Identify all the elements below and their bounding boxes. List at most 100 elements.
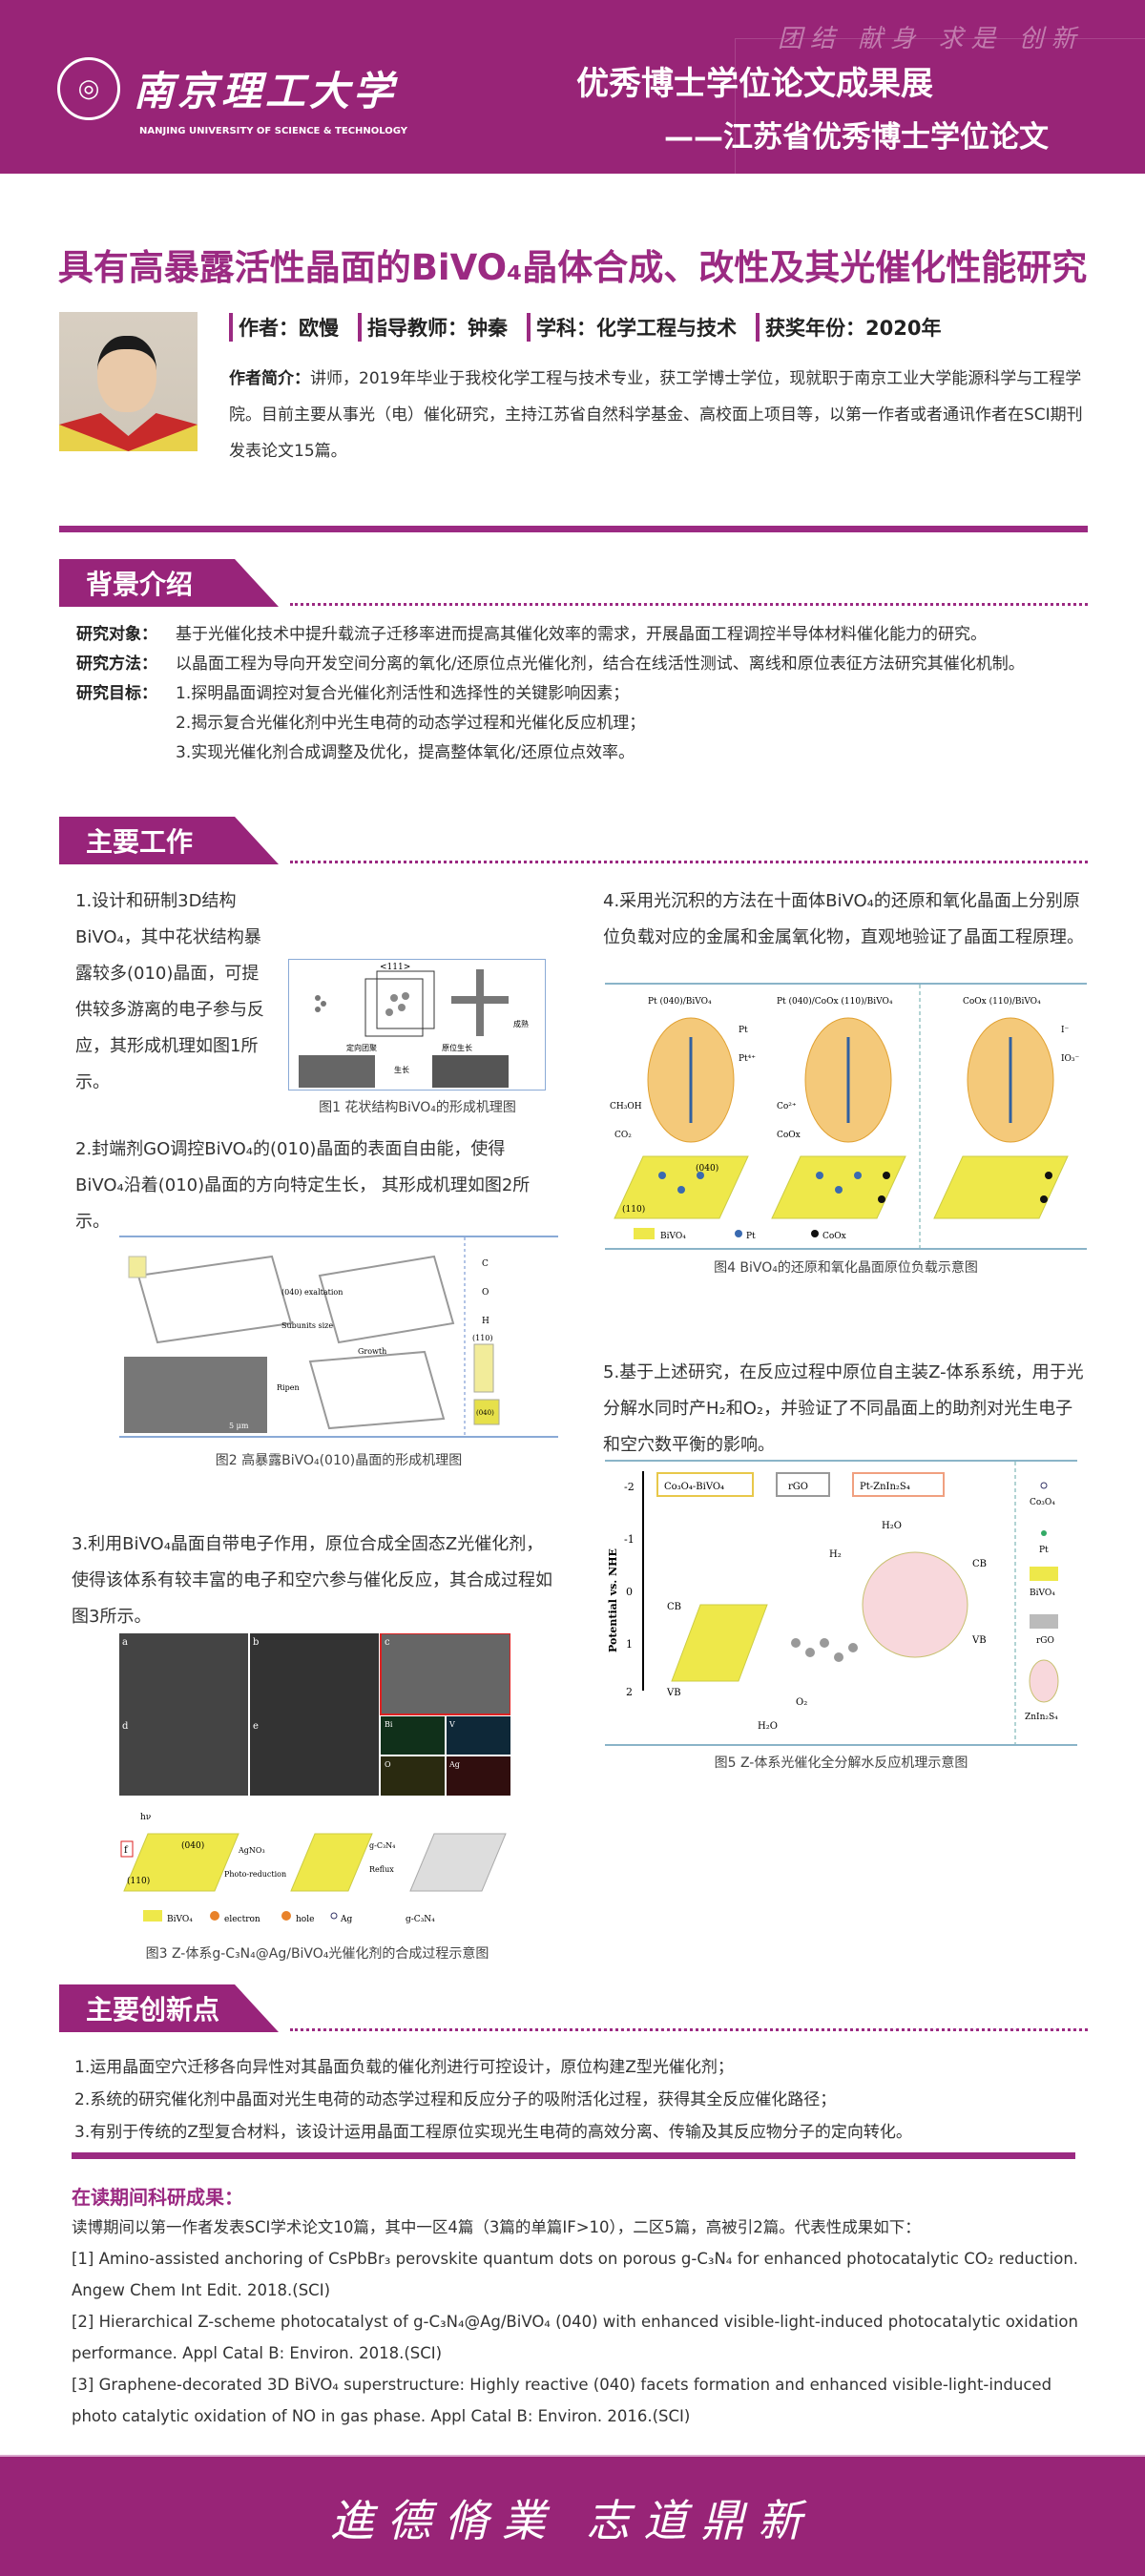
bio-label: 作者简介： xyxy=(229,369,310,388)
innovation-body: 1.运用晶面空穴迁移各向异性对其晶面负载的催化剂进行可控设计，原位构建Z型光催化… xyxy=(74,2051,1086,2149)
fig3-label: hν xyxy=(140,1813,151,1822)
work-item-5: 5.基于上述研究，在反应过程中原位自主装Z-体系系统，用于光分解水同时产H₂和O… xyxy=(603,1362,1084,1455)
fig4-label: IO₃⁻ xyxy=(1061,1054,1080,1064)
fig3-label: (110) xyxy=(127,1876,150,1886)
bio-text: 讲师，2019年毕业于我校化学工程与技术专业，获工学博士学位，现就职于南京工业大… xyxy=(229,369,1083,461)
figure-4-caption: 图4 BiVO₄的还原和氧化晶面原位负载示意图 xyxy=(714,1260,978,1276)
fig3-label: (040) xyxy=(181,1840,204,1851)
background-body: 研究对象：基于光催化技术中提升载流子迁移率进而提高其催化效率的需求，开展晶面工程… xyxy=(76,620,1088,768)
fig3-label: O xyxy=(385,1760,391,1769)
fig5-legend: rGO xyxy=(1036,1636,1054,1646)
section-title: 背景介绍 xyxy=(59,559,279,607)
fig1-label: 成熟 xyxy=(513,1019,529,1028)
fig3-label: V xyxy=(448,1720,455,1729)
fig1-label: <111> xyxy=(380,963,410,972)
goal: 1.探明晶面调控对复合光催化剂活性和选择性的关键影响因素； xyxy=(176,684,630,703)
fig4-label: I⁻ xyxy=(1061,1026,1070,1035)
advisor-name: 指导教师：钟秦 xyxy=(358,313,508,342)
fig4-label: Co²⁺ xyxy=(777,1102,797,1111)
section-header-background: 背景介绍 xyxy=(59,559,1088,607)
university-name-cn: 南京理工大学 xyxy=(134,68,398,114)
fig4-legend: BiVO₄ xyxy=(660,1232,686,1241)
fig3-legend: Ag xyxy=(340,1915,352,1924)
header-motto-watermark: 团结 献身 求是 创新 xyxy=(778,25,1084,53)
innovation-item: 2.系统的研究催化剂中晶面对光生电荷的动态学过程和反应分子的吸附活化过程，获得其… xyxy=(74,2090,837,2109)
label: 研究对象： xyxy=(76,625,157,644)
author-photo xyxy=(59,312,198,451)
thesis-title: 具有高暴露活性晶面的BiVO₄晶体合成、改性及其光催化性能研究 xyxy=(57,247,1088,288)
fig2-legend: H xyxy=(482,1317,489,1326)
fig3-label: e xyxy=(253,1721,259,1732)
figure-2-caption: 图2 高暴露BiVO₄(010)晶面的形成机理图 xyxy=(215,1453,463,1468)
section-header-main-work: 主要工作 xyxy=(59,817,1088,864)
fig3-label: g-C₃N₄ xyxy=(369,1841,395,1850)
fig4-label: (110) xyxy=(622,1204,645,1215)
section-header-innovation: 主要创新点 xyxy=(59,1984,1088,2032)
goal: 2.揭示复合光催化剂中光生电荷的动态学过程和光催化反应机理； xyxy=(176,714,646,733)
fig2-label: Ripen xyxy=(277,1383,300,1392)
results-summary: 读博期间以第一作者发表SCI学术论文10篇，其中一区4篇（3篇的单篇IF>10）… xyxy=(72,2218,921,2236)
figure-5-caption: 图5 Z-体系光催化全分解水反应机理示意图 xyxy=(714,1755,968,1771)
reference-item: [2] Hierarchical Z-scheme photocatalyst … xyxy=(72,2313,1078,2362)
fig5-chain: Pt-ZnIn₂S₄ xyxy=(860,1482,910,1492)
fig5-label: H₂O xyxy=(758,1721,778,1732)
fig2-label: (110) xyxy=(472,1334,493,1342)
figure-1-caption: 图1 花状结构BiVO₄的形成机理图 xyxy=(319,1100,516,1115)
fig2-legend: C xyxy=(482,1259,489,1269)
work-item-1: 1.设计和研制3D结构BiVO₄，其中花状结构暴露较多(010)晶面，可提供较多… xyxy=(75,891,264,1092)
fig5-label: H₂ xyxy=(829,1549,842,1560)
innovation-item: 3.有别于传统的Z型复合材料，该设计运用晶面工程原位实现光生电荷的高效分离、传输… xyxy=(74,2123,912,2142)
figure-3-caption: 图3 Z-体系g-C₃N₄@Ag/BiVO₄光催化剂的合成过程示意图 xyxy=(145,1946,489,1962)
fig3-label: Ag xyxy=(448,1760,460,1769)
fig5-chain: Co₃O₄-BiVO₄ xyxy=(664,1482,724,1492)
author-meta: 作者：欧慢 指导教师：钟秦 学科：化学工程与技术 获奖年份：2020年 xyxy=(229,313,941,342)
fig4-label: Pt⁴⁺ xyxy=(739,1054,756,1064)
fig5-label: VB xyxy=(666,1688,681,1698)
fig2-label: Growth xyxy=(358,1347,386,1356)
work-item-4: 4.采用光沉积的方法在十面体BiVO₄的还原和氧化晶面上分别原位负载对应的金属和… xyxy=(603,891,1084,947)
label: 研究方法： xyxy=(76,654,157,674)
exhibit-title: 优秀博士学位论文成果展 xyxy=(576,65,933,103)
results-heading: 在读期间科研成果： xyxy=(72,2186,243,2209)
work-item-3: 3.利用BiVO₄晶面自带电子作用，原位合成全固态Z光催化剂，使得该体系有较丰富… xyxy=(72,1534,552,1627)
fig4-legend: Pt xyxy=(746,1232,756,1241)
fig3-label: d xyxy=(122,1721,129,1732)
fig4-label: (040) xyxy=(696,1163,718,1174)
fig5-ytick: 2 xyxy=(626,1686,633,1698)
figure-5: -2 -1 0 1 2 Potential vs. NHE Co₃O₄-BiVO… xyxy=(605,1460,1077,1746)
fig3-legend: BiVO₄ xyxy=(167,1915,193,1924)
fig2-label: (040) exaltation xyxy=(281,1288,343,1297)
author-bio: 作者简介：讲师，2019年毕业于我校化学工程与技术专业，获工学博士学位，现就职于… xyxy=(229,361,1088,469)
goal: 3.实现光催化剂合成调整及优化，提高整体氧化/还原位点效率。 xyxy=(176,743,635,762)
divider xyxy=(72,2152,1075,2159)
fig5-label: VB xyxy=(971,1635,987,1646)
label: 研究目标： xyxy=(76,684,157,703)
fig5-ylabel: Potential vs. NHE xyxy=(607,1548,619,1652)
fig4-label: CH₃OH xyxy=(610,1102,642,1111)
fig5-ytick: 0 xyxy=(626,1586,633,1598)
fig3-label: Reflux xyxy=(369,1865,394,1874)
fig5-legend: Pt xyxy=(1039,1546,1049,1555)
fig5-chain: rGO xyxy=(788,1482,808,1492)
innovation-item: 1.运用晶面空穴迁移各向异性对其晶面负载的催化剂进行可控设计，原位构建Z型光催化… xyxy=(74,2058,734,2077)
fig4-label: CoOx xyxy=(777,1131,801,1140)
fig5-ytick: -2 xyxy=(624,1481,635,1493)
fig4-title: Pt (040)/BiVO₄ xyxy=(648,996,712,1007)
divider xyxy=(59,526,1088,532)
fig1-label: 定向团聚 xyxy=(346,1043,377,1052)
fig4-legend: CoOx xyxy=(822,1232,846,1241)
author-name: 作者：欧慢 xyxy=(229,313,339,342)
award-year: 获奖年份：2020年 xyxy=(756,313,941,342)
fig1-label: 原位生长 xyxy=(442,1043,472,1052)
section-title: 主要创新点 xyxy=(59,1984,279,2032)
fig5-ytick: 1 xyxy=(626,1638,633,1651)
work-item-2: 2.封端剂GO调控BiVO₄的(010)晶面的表面自由能，使得BiVO₄沿着(0… xyxy=(75,1139,531,1232)
reference-item: [1] Amino-assisted anchoring of CsPbBr₃ … xyxy=(72,2250,1079,2299)
fig4-label: CO₂ xyxy=(614,1131,632,1140)
figure-3: a b c d e Bi V O Ag f hν (040) (110) AgN… xyxy=(119,1632,511,1939)
university-name-en: NANJING UNIVERSITY OF SCIENCE & TECHNOLO… xyxy=(139,126,408,136)
fig5-label: CB xyxy=(667,1602,681,1612)
reference-item: [3] Graphene-decorated 3D BiVO₄ superstr… xyxy=(72,2376,1052,2425)
research-method: 以晶面工程为导向开发空间分离的氧化/还原位点光催化剂，结合在线活性测试、离线和原… xyxy=(176,654,1025,674)
fig3-legend: g-C₃N₄ xyxy=(406,1915,435,1924)
